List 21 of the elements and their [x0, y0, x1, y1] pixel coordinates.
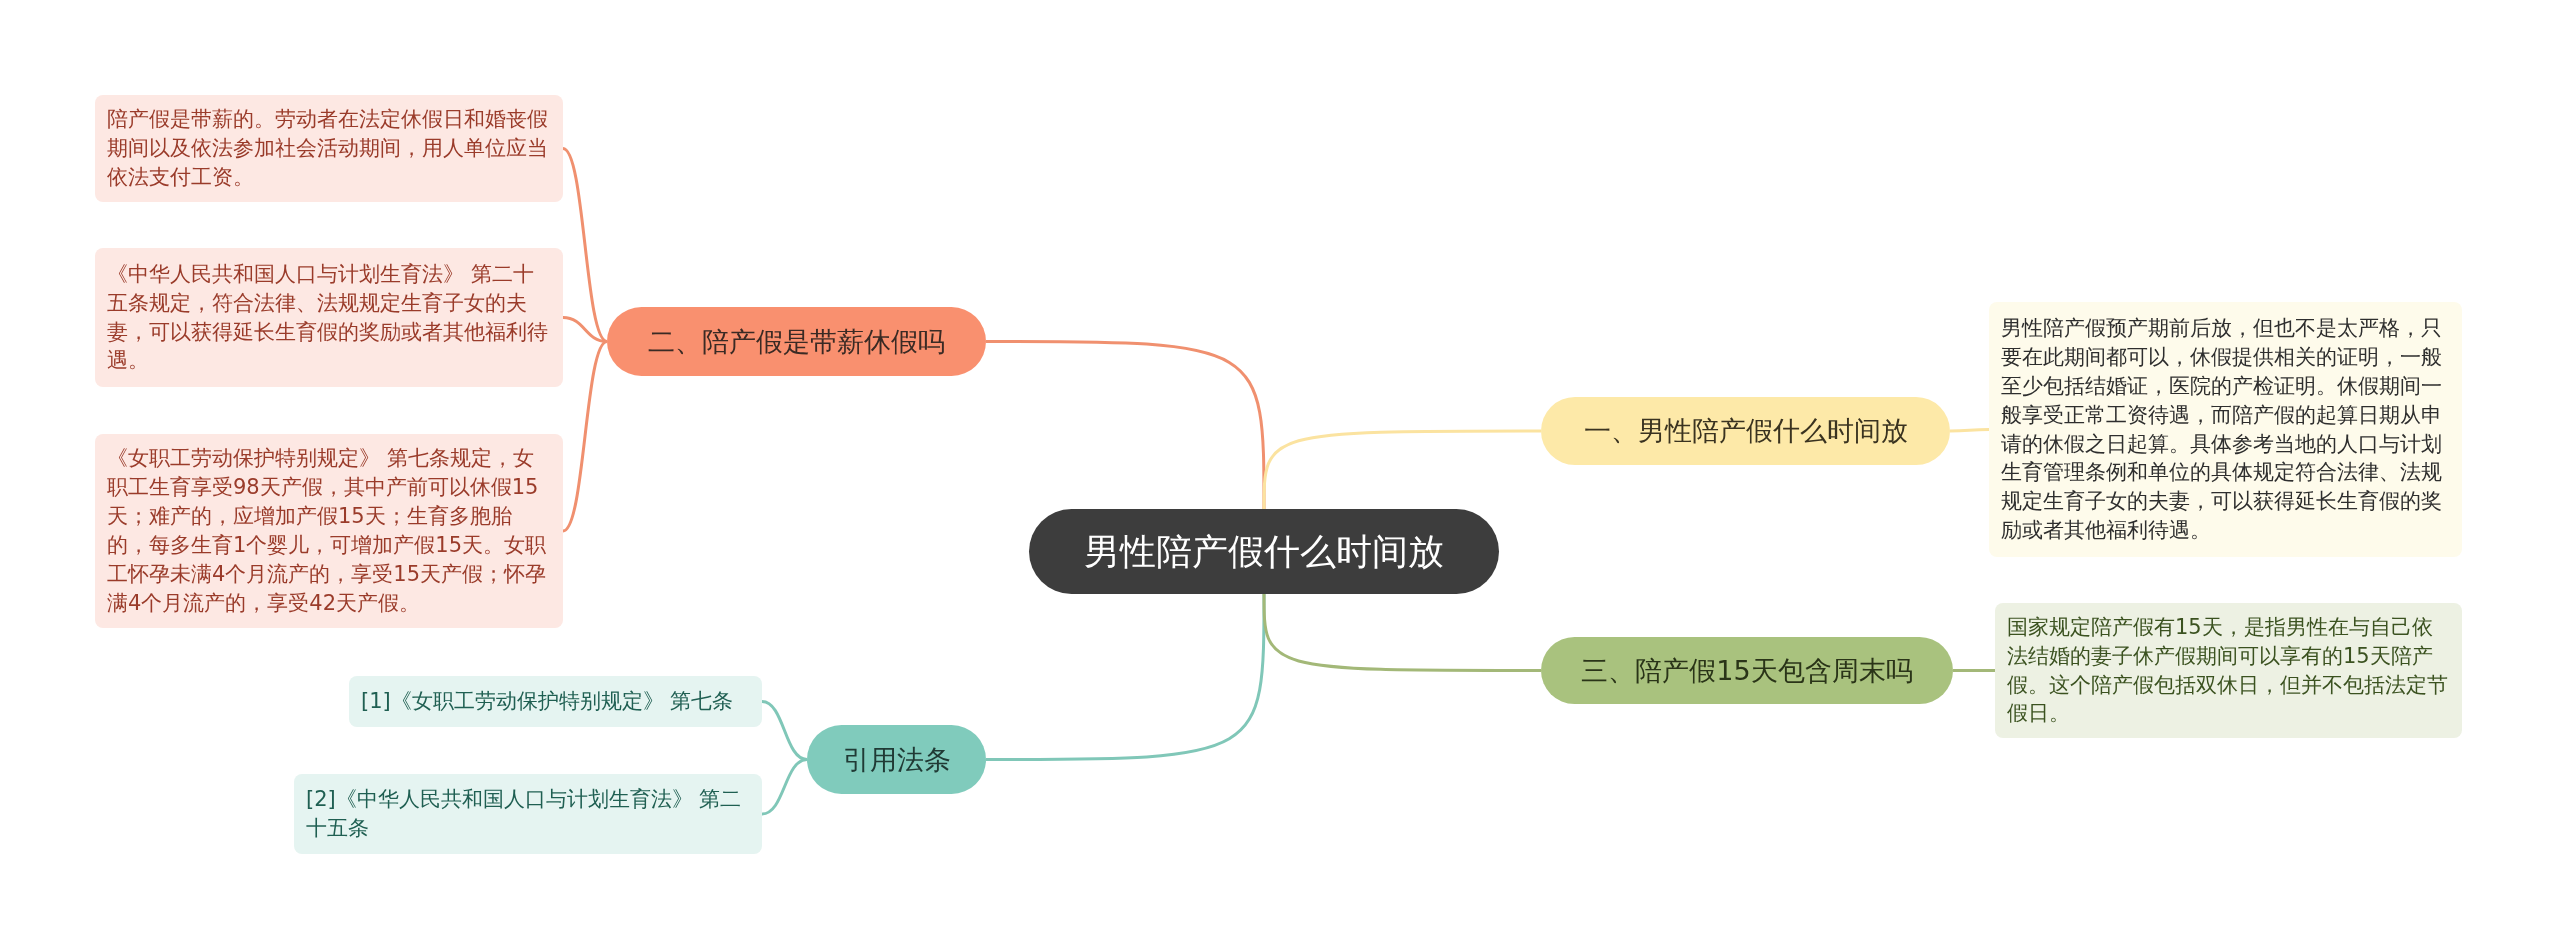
note-card: 陪产假是带薪的。劳动者在法定休假日和婚丧假期间以及依法参加社会活动期间，用人单位应当依法支付工资。	[95, 95, 563, 202]
branch-topic: 一、男性陪产假什么时间放	[1541, 397, 1950, 465]
branch-topic: 二、陪产假是带薪休假吗	[607, 307, 986, 376]
note-card: 男性陪产假预产期前后放，但也不是太严格，只要在此期间都可以，休假提供相关的证明，一般至少包括结婚证，医院的产检证明。休假期间一般享受正常工资待遇，而陪产假的起算日期从申请的休假之日起算。具体参考当地的人口与计划生育管理条例和单位的具体规定符合法律、法规规定生育子女的夫妻，可以获得延长生育假的奖励或者其他福利待遇。	[1989, 302, 2462, 557]
connector-line	[1262, 594, 1541, 672]
root-topic: 男性陪产假什么时间放	[1029, 509, 1499, 594]
connector-line	[1950, 428, 1989, 433]
connector-line	[562, 316, 608, 343]
note-card: 《中华人民共和国人口与计划生育法》 第二十五条规定，符合法律、法规规定生育子女的夫妻，可以获得延长生育假的奖励或者其他福利待遇。	[95, 248, 563, 387]
connector-line	[986, 340, 1266, 509]
citation-card: [2]《中华人民共和国人口与计划生育法》 第二十五条	[294, 774, 762, 854]
branch-topic: 三、陪产假15天包含周末吗	[1541, 637, 1953, 704]
note-card: 国家规定陪产假有15天，是指男性在与自己依法结婚的妻子休产假期间可以享有的15天陪产假。这个陪产假包括双休日，但并不包括法定节假日。	[1995, 603, 2462, 738]
connector-line	[562, 340, 608, 533]
connector-line	[986, 594, 1266, 761]
note-card: 《女职工劳动保护特别规定》 第七条规定，女职工生育享受98天产假，其中产前可以休假15天；难产的，应增加产假15天；生育多胞胎的，每多生育1个婴儿，可增加产假15天。女职工怀孕未满4个月流产的，享受15天产假；怀孕满4个月流产的，享受42天产假。	[95, 434, 563, 628]
citation-card: [1]《女职工劳动保护特别规定》 第七条	[349, 676, 762, 727]
connector-line	[761, 758, 808, 816]
connector-line	[1262, 429, 1541, 509]
connector-line	[562, 147, 608, 343]
branch-topic: 引用法条	[807, 725, 986, 794]
